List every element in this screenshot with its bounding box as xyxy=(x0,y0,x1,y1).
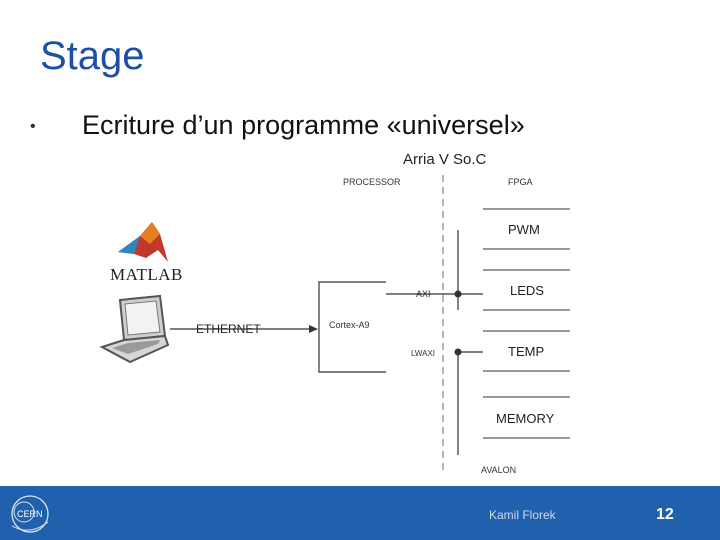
slide-title: Stage xyxy=(40,34,145,78)
matlab-logo-text: MATLAB xyxy=(110,265,183,284)
module-pwm: PWM xyxy=(508,222,540,237)
cern-logo-text: CERN xyxy=(17,509,43,519)
module-leds: LEDS xyxy=(510,283,544,298)
laptop-icon xyxy=(99,294,170,364)
architecture-diagram: Arria V So.C PROCESSOR FPGA MATLAB ETHER… xyxy=(99,151,570,475)
avalon-label: AVALON xyxy=(481,465,516,475)
page-number: 12 xyxy=(656,506,674,523)
footer-author: Kamil Florek xyxy=(489,508,556,522)
matlab-logo-icon: MATLAB xyxy=(110,222,183,284)
lwaxi-label: LWAXI xyxy=(411,349,435,358)
module-temp: TEMP xyxy=(508,344,544,359)
ethernet-arrowhead xyxy=(309,325,318,333)
processor-label: PROCESSOR xyxy=(343,177,401,187)
footer-bar: CERN Kamil Florek 12 xyxy=(0,486,720,540)
bullet-marker: • xyxy=(30,118,36,135)
fpga-label: FPGA xyxy=(508,177,533,187)
cern-logo-icon: CERN xyxy=(11,495,49,533)
cortex-a9-box xyxy=(318,281,386,373)
cortex-a9-label: Cortex-A9 xyxy=(329,320,370,330)
module-memory: MEMORY xyxy=(496,411,555,426)
bullet-text: Ecriture d’un programme «universel» xyxy=(82,110,525,140)
axi-label: AXI xyxy=(416,289,431,299)
soc-header: Arria V So.C xyxy=(403,151,487,168)
